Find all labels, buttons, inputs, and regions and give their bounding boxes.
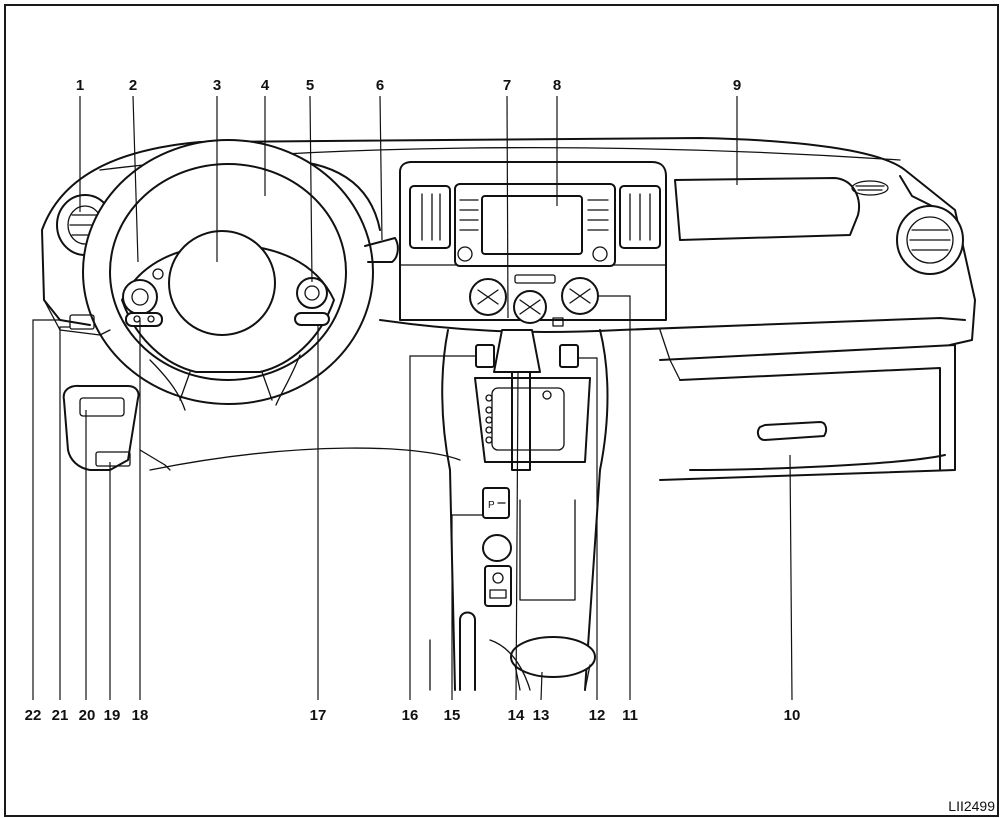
callout-3: 3: [213, 77, 221, 94]
callout-6: 6: [376, 77, 384, 94]
wiper-stalk: [364, 237, 399, 263]
callout-18: 18: [132, 707, 149, 724]
steering-wheel: [82, 139, 374, 411]
center-stack: [399, 161, 667, 327]
callout-4: 4: [261, 77, 270, 94]
callout-15: 15: [444, 707, 461, 724]
left-lower-panel: [43, 299, 171, 471]
callout-5: 5: [306, 77, 314, 94]
right-side-vent: [851, 175, 964, 275]
callout-20: 20: [79, 707, 96, 724]
leader-lines: [32, 95, 793, 701]
callout-1: 1: [76, 77, 84, 94]
callout-9: 9: [733, 77, 741, 94]
callout-8: 8: [553, 77, 561, 94]
center-console: P: [429, 329, 609, 691]
passenger-airbag-panel: [674, 177, 860, 241]
figure-id: LII2499: [948, 798, 995, 814]
callout-16: 16: [402, 707, 419, 724]
callout-labels: 1 2 3 4 5 6 7 8 9 10 11 12 13 14 15 16 1…: [25, 77, 801, 724]
svg-text:P: P: [488, 500, 495, 511]
callout-17: 17: [310, 707, 327, 724]
callout-7: 7: [503, 77, 511, 94]
callout-14: 14: [508, 707, 525, 724]
callout-13: 13: [533, 707, 550, 724]
lower-dash: [149, 344, 956, 481]
callout-22: 22: [25, 707, 42, 724]
callout-2: 2: [129, 77, 137, 94]
callout-21: 21: [52, 707, 69, 724]
callout-11: 11: [622, 707, 638, 724]
callout-12: 12: [589, 707, 606, 724]
callout-19: 19: [104, 707, 121, 724]
callout-10: 10: [784, 707, 801, 724]
